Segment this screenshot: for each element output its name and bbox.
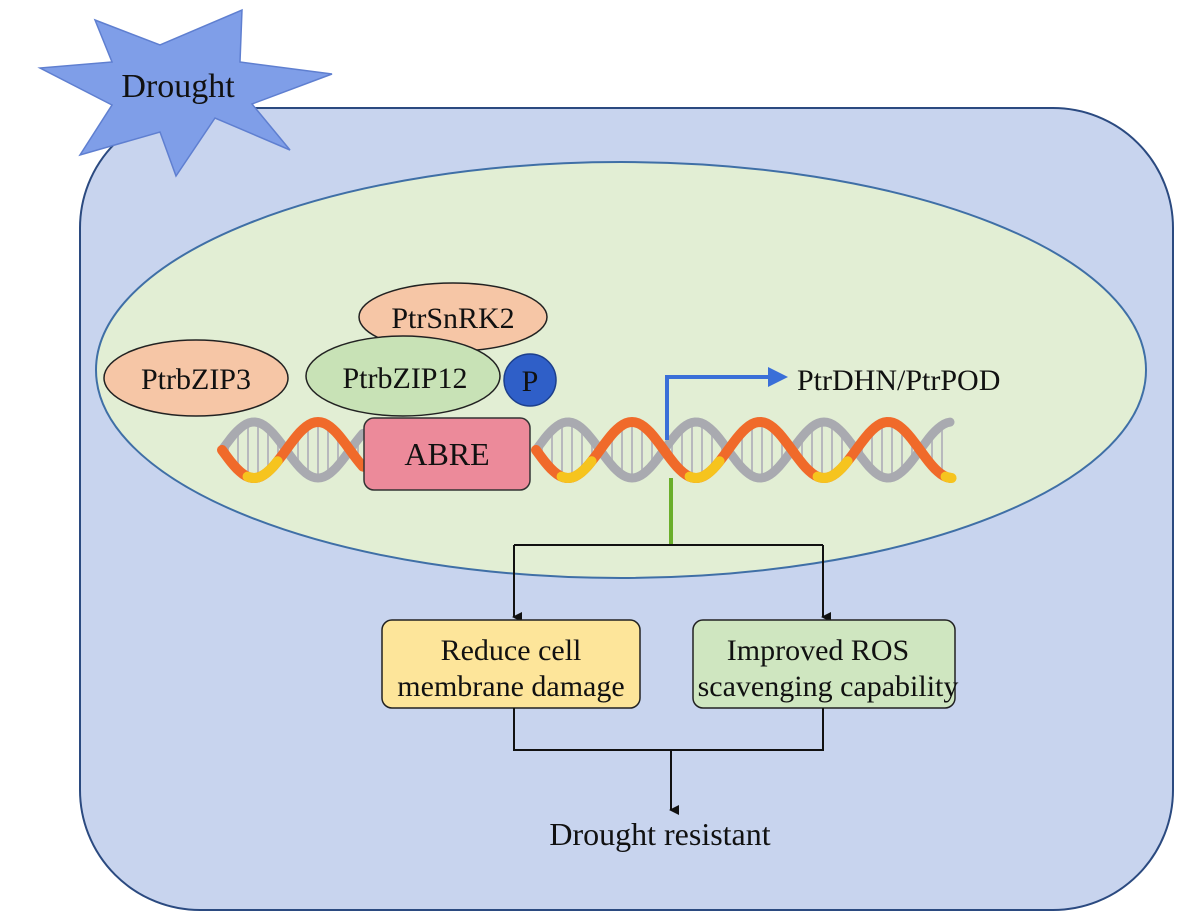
abre-box (363, 417, 531, 491)
merge-line (513, 708, 824, 751)
dna-strand-orange (531, 416, 955, 484)
dna-strand-gray (217, 417, 368, 483)
dna-double-helix (217, 416, 957, 484)
dna-strand-yellow (812, 456, 853, 484)
dna-strand-yellow (242, 456, 283, 484)
transcription-arrow (665, 367, 788, 440)
transcription-arrowhead (768, 367, 788, 387)
ptrbzip12-oval (305, 335, 501, 417)
target-genes-label: PtrDHN/PtrPOD (797, 364, 1000, 397)
transcription-arrow-line (665, 375, 770, 440)
phosphate-label: P (522, 365, 539, 398)
ptrsnrk2-label: PtrSnRK2 (391, 302, 514, 335)
ptrbzip3-label: PtrbZIP3 (141, 363, 251, 396)
merge-arrows (513, 708, 824, 815)
membrane-damage-box (381, 619, 641, 709)
membrane-damage-line2: membrane damage (397, 670, 624, 703)
starburst-shape (37, 8, 333, 178)
ptrbzip3-oval (103, 339, 289, 417)
dna-strand-yellow (940, 471, 957, 483)
ros-scavenging-line1: Improved ROS (727, 634, 910, 667)
membrane-damage-line1: Reduce cell (441, 634, 582, 667)
dna-strand-gray (531, 417, 955, 483)
ptrbzip12-label: PtrbZIP12 (342, 362, 467, 395)
drought-label: Drought (121, 68, 235, 105)
dna-strand-yellow (556, 456, 597, 484)
outcome-label: Drought resistant (549, 816, 770, 852)
dna-strand-yellow (684, 456, 725, 484)
drought-stimulus: Drought (37, 8, 333, 178)
branch-arrows (512, 544, 831, 622)
abre-label: ABRE (404, 436, 489, 472)
ros-scavenging-line2: scavenging capability (698, 670, 959, 703)
transcription-complex: PtrSnRK2 PtrbZIP3 PtrbZIP12 P (103, 282, 557, 417)
phosphate-group (503, 353, 557, 407)
